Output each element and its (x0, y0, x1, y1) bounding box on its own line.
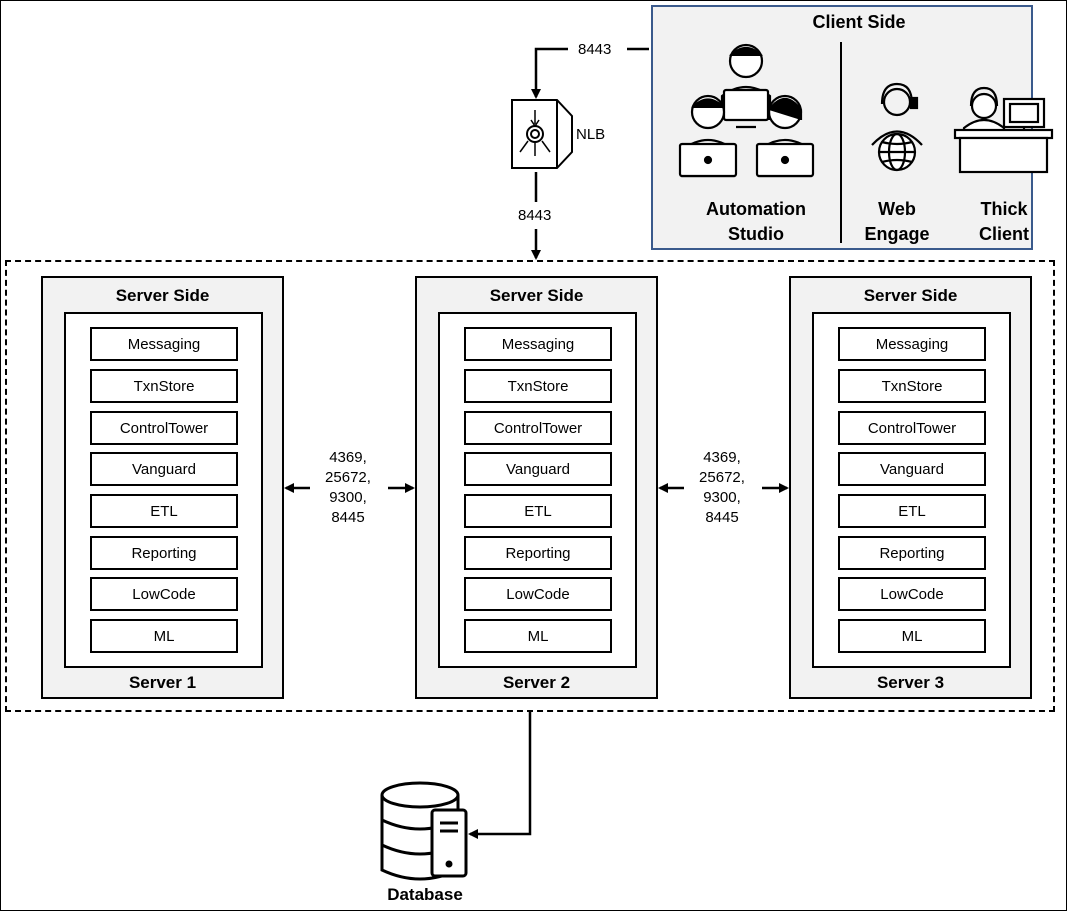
cluster-to-database-connector (468, 712, 532, 839)
service-lowcode: LowCode (464, 577, 612, 611)
server-side-title: Server Side (489, 286, 584, 305)
service-controltower: ControlTower (90, 411, 238, 445)
load-balancer-icon (511, 99, 573, 169)
service-controltower: ControlTower (464, 411, 612, 445)
service-lowcode: LowCode (838, 577, 986, 611)
server-1: Server Side Messaging TxnStore ControlTo… (41, 276, 284, 699)
service-messaging: Messaging (464, 327, 612, 361)
thick-client-label: Thick Client (978, 199, 1029, 244)
automation-studio-icon (678, 43, 815, 178)
client-to-nlb-connector (536, 47, 649, 97)
database-icon (380, 781, 468, 881)
web-engage-label: Web Engage (864, 199, 930, 244)
service-lowcode: LowCode (90, 577, 238, 611)
service-list: Messaging TxnStore ControlTower Vanguard… (438, 312, 637, 668)
automation-studio-label: Automation Studio (706, 199, 806, 244)
thick-client-icon (953, 86, 1054, 174)
service-reporting: Reporting (838, 536, 986, 570)
nlb-port-out-label: 8443 (518, 207, 552, 224)
service-etl: ETL (838, 494, 986, 528)
service-list: Messaging TxnStore ControlTower Vanguard… (812, 312, 1011, 668)
service-reporting: Reporting (90, 536, 238, 570)
client-side-title: Client Side (812, 12, 906, 32)
service-vanguard: Vanguard (464, 452, 612, 486)
ports-server1-server2: 4369, 25672, 9300, 8445 (325, 449, 371, 526)
service-txnstore: TxnStore (464, 369, 612, 403)
service-ml: ML (838, 619, 986, 653)
service-ml: ML (90, 619, 238, 653)
service-reporting: Reporting (464, 536, 612, 570)
service-txnstore: TxnStore (838, 369, 986, 403)
server-3: Server Side Messaging TxnStore ControlTo… (789, 276, 1032, 699)
nlb-port-in-label: 8443 (578, 41, 612, 58)
server-side-title: Server Side (115, 286, 210, 305)
server-side-title: Server Side (863, 286, 958, 305)
database-label: Database (387, 885, 463, 904)
server-name: Server 2 (502, 673, 571, 692)
service-etl: ETL (90, 494, 238, 528)
service-txnstore: TxnStore (90, 369, 238, 403)
server-name: Server 3 (876, 673, 945, 692)
nlb-label: NLB (576, 126, 606, 143)
ports-server2-server3: 4369, 25672, 9300, 8445 (699, 449, 745, 526)
service-ml: ML (464, 619, 612, 653)
service-messaging: Messaging (838, 327, 986, 361)
server-2: Server Side Messaging TxnStore ControlTo… (415, 276, 658, 699)
web-engage-icon (871, 82, 923, 172)
service-controltower: ControlTower (838, 411, 986, 445)
server-name: Server 1 (128, 673, 197, 692)
service-etl: ETL (464, 494, 612, 528)
service-messaging: Messaging (90, 327, 238, 361)
service-vanguard: Vanguard (838, 452, 986, 486)
service-list: Messaging TxnStore ControlTower Vanguard… (64, 312, 263, 668)
service-vanguard: Vanguard (90, 452, 238, 486)
